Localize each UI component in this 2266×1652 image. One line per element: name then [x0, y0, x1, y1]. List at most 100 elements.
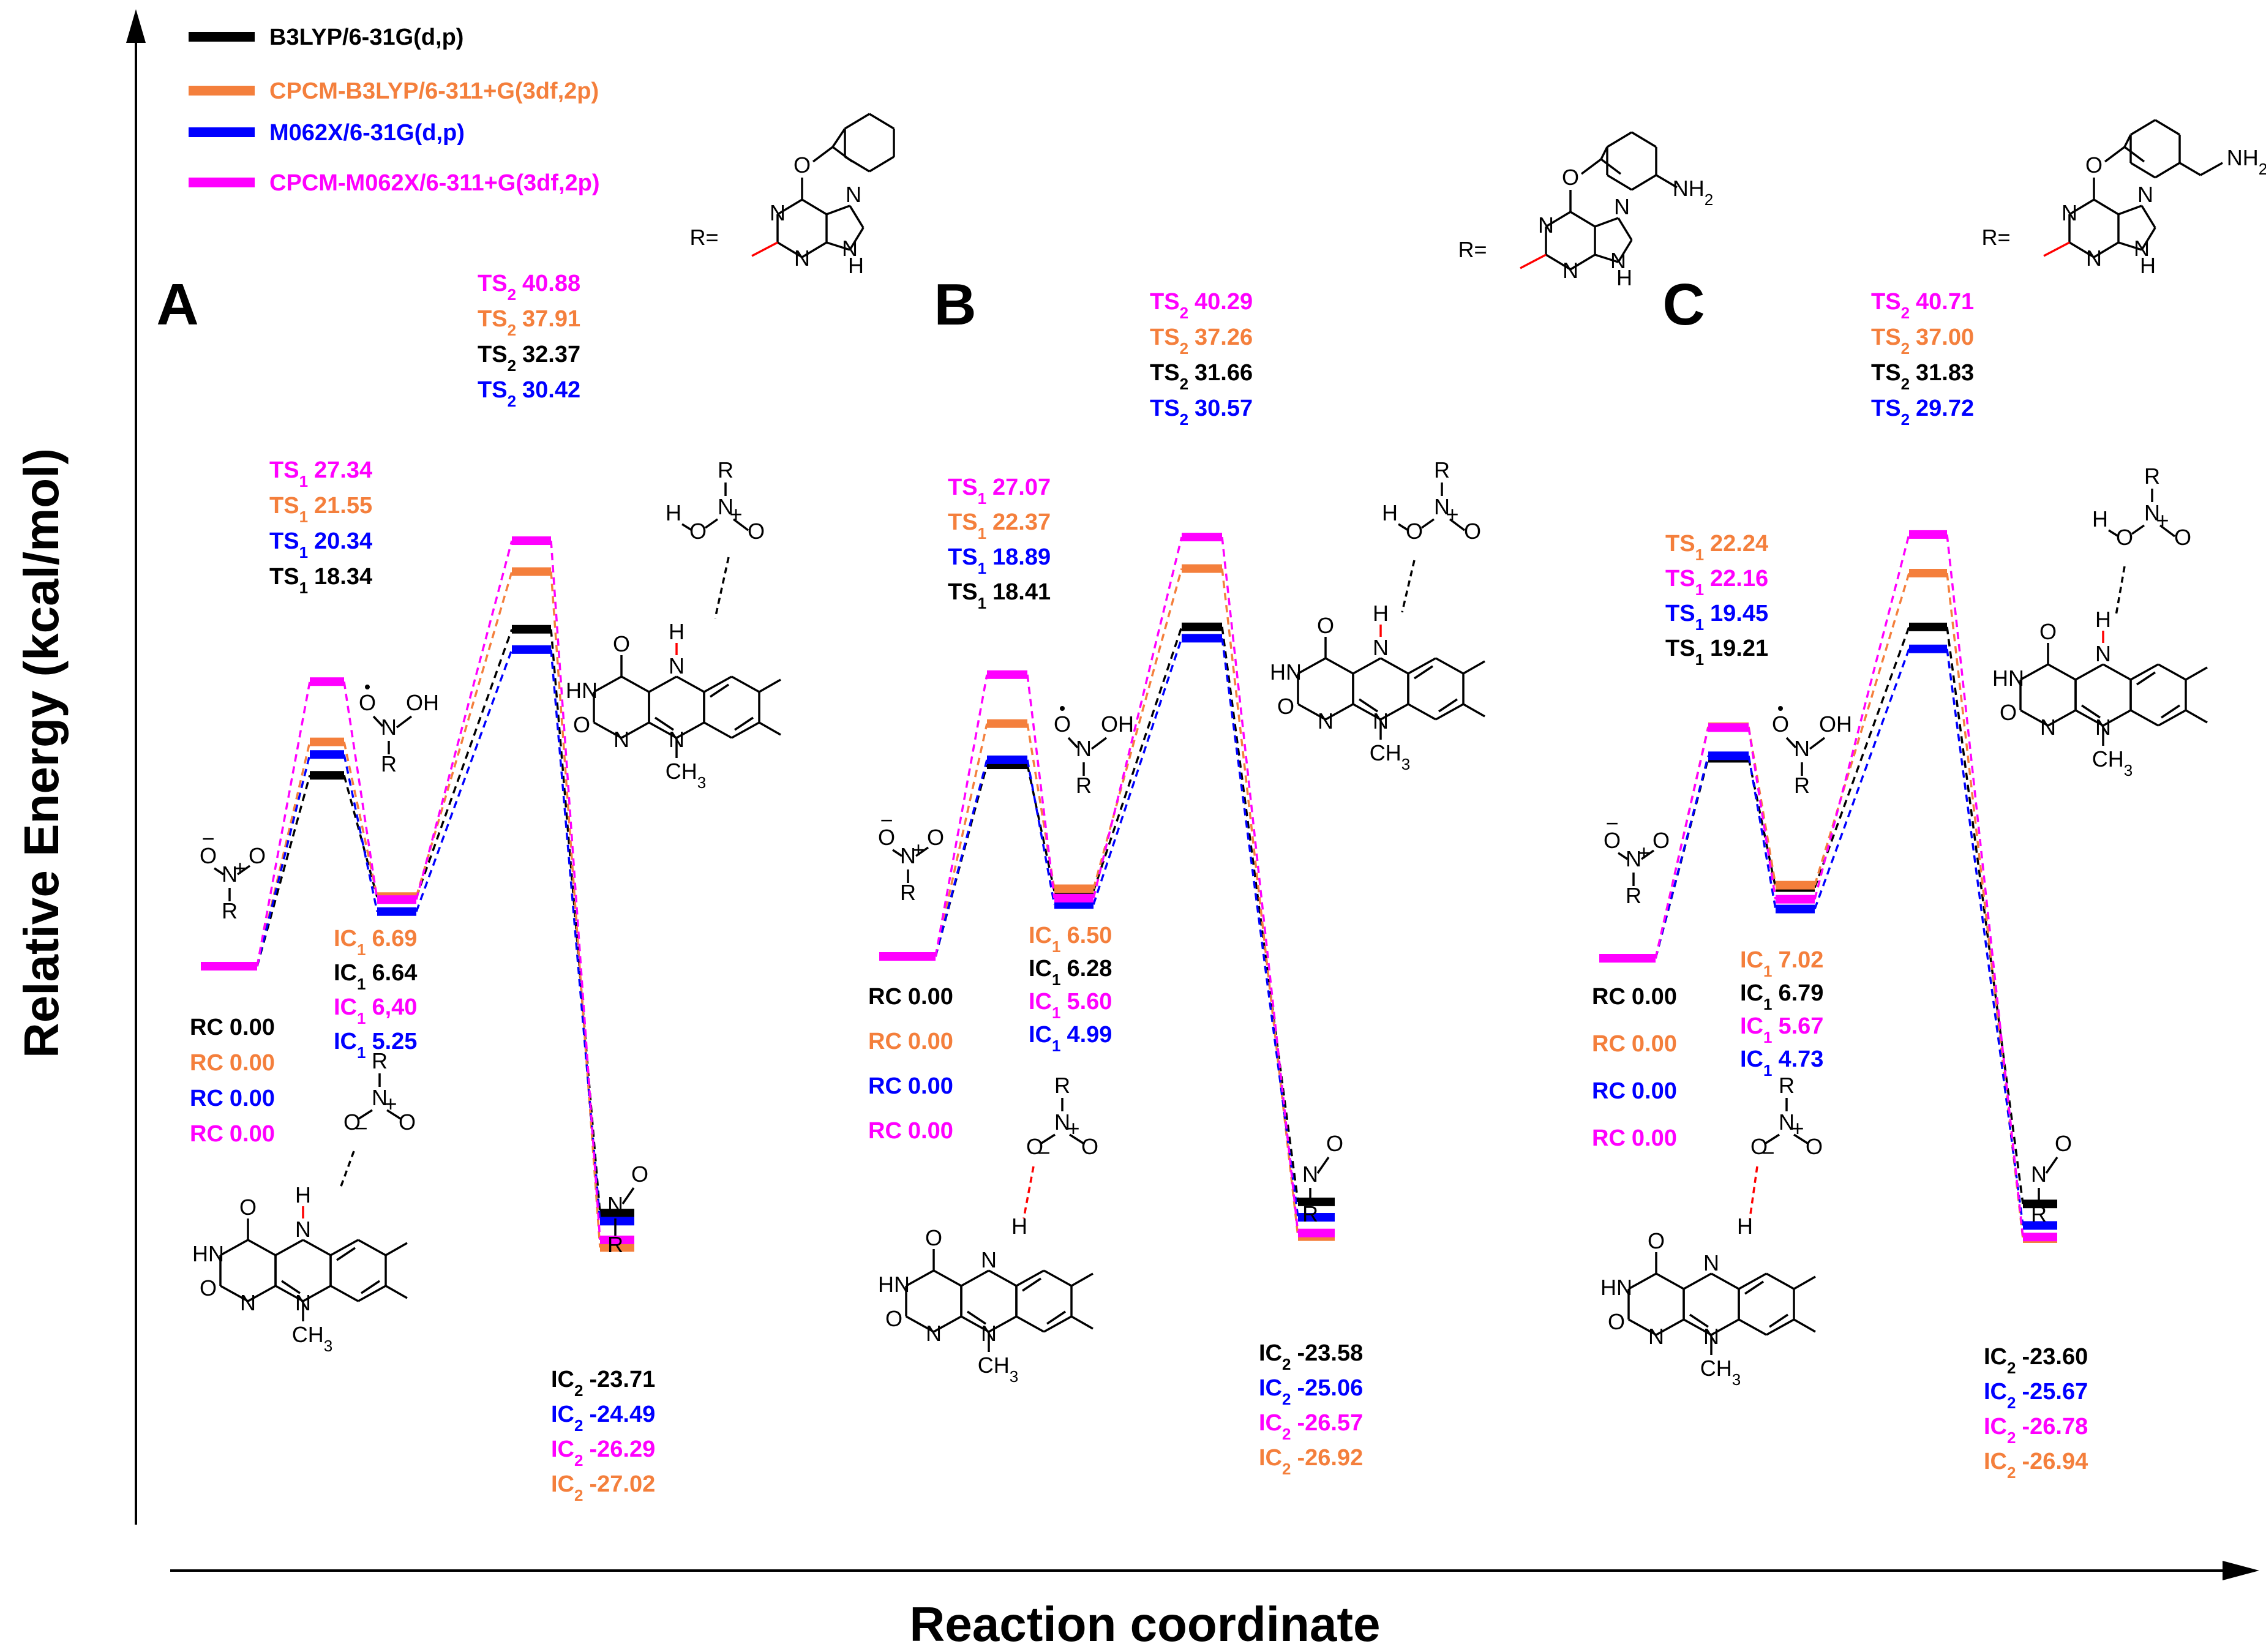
bond: [1069, 1133, 1084, 1144]
series-connector: [1946, 648, 2024, 1226]
label-subscript: 1: [1763, 962, 1772, 980]
atom-label: N: [926, 1321, 942, 1346]
atom-label: N: [1538, 212, 1554, 238]
bond: [831, 128, 846, 148]
bond: [1545, 211, 1571, 228]
label-subscript: 2: [1901, 304, 1910, 322]
label-state: TS: [1150, 396, 1180, 421]
atom-label: N: [613, 727, 629, 752]
bond: [220, 1239, 249, 1256]
series-connector: [343, 775, 378, 898]
atom-label: −: [1761, 1140, 1774, 1165]
bond: [1617, 239, 1633, 263]
series-connector: [550, 649, 601, 1222]
bond: [2075, 709, 2104, 727]
label-value: 29.72: [1916, 396, 1974, 421]
label-value: 5.67: [1778, 1013, 1823, 1039]
atom-label: CH3: [666, 759, 706, 792]
atom-label: O: [1604, 828, 1621, 853]
bond: [759, 721, 781, 736]
atom-label: HN: [1600, 1275, 1632, 1300]
label-value: 5.25: [372, 1029, 417, 1054]
bond: [1711, 1272, 1739, 1290]
panel-letter: B: [934, 272, 976, 337]
energy-level-ic2: [2023, 1200, 2057, 1209]
atom-label: R: [900, 880, 916, 905]
bond: [2155, 162, 2180, 179]
bond: [2047, 663, 2076, 681]
label-value: 0.00: [908, 984, 953, 1010]
label-value: 40.71: [1916, 289, 1974, 315]
bond: [915, 846, 929, 857]
label-value: 0.00: [908, 1073, 953, 1099]
label-value: 20.34: [314, 528, 372, 554]
series-connector: [343, 681, 378, 900]
label-subscript: 1: [1763, 995, 1772, 1013]
label-state: TS: [478, 342, 508, 367]
series-connector: [256, 775, 311, 967]
bond: [844, 113, 870, 130]
bond: [1689, 1313, 1709, 1328]
bond: [1793, 1275, 1816, 1290]
label-state: IC: [334, 1029, 357, 1054]
atom-label: N: [1703, 1250, 1719, 1275]
bond: [2136, 671, 2156, 686]
label-state: IC: [1029, 923, 1052, 948]
label-subscript: 1: [1052, 937, 1060, 956]
bond: [1449, 518, 1466, 531]
bond: [1435, 703, 1464, 721]
bond: [849, 227, 865, 250]
series-connector: [1747, 726, 1777, 885]
legend: B3LYP/6-31G(d,p)CPCM-B3LYP/6-311+G(3df,2…: [189, 24, 600, 196]
radical-dot: [365, 685, 370, 689]
bond: [386, 1109, 401, 1120]
label-subscript: 2: [574, 1451, 583, 1470]
label-state: TS: [1150, 325, 1180, 350]
label-value: -26.78: [2022, 1414, 2088, 1440]
series-connector: [1814, 534, 1910, 900]
bond: [1766, 1318, 1795, 1336]
label-state: IC: [1259, 1410, 1282, 1436]
bond: [1683, 1318, 1712, 1336]
atom-label: −: [1037, 1140, 1050, 1165]
atom-label: H: [666, 500, 681, 525]
atom-label: O: [399, 1109, 416, 1135]
bond: [2104, 146, 2126, 163]
atom-label: −: [880, 808, 893, 833]
bond: [734, 716, 754, 731]
label-value: 21.55: [314, 493, 372, 519]
atom-label: +: [384, 1091, 397, 1116]
bond: [1656, 174, 1678, 189]
atom-label: N: [2144, 500, 2160, 525]
bond: [759, 678, 781, 693]
bond: [275, 1285, 304, 1302]
label-state: TS: [948, 544, 978, 570]
atom-label: O: [1326, 1131, 1343, 1156]
data-label-ic2: IC2-25.67: [1984, 1379, 2088, 1412]
bond: [1765, 1133, 1780, 1144]
energy-level-ts2: [512, 536, 551, 546]
atom-label: H: [1616, 265, 1632, 290]
label-value: 19.45: [1710, 601, 1768, 626]
bond: [1769, 1313, 1788, 1328]
bond: [1809, 737, 1826, 750]
bond: [777, 198, 803, 216]
data-label-ic2: IC2-25.06: [1259, 1375, 1363, 1408]
label-subscript: 1: [978, 524, 986, 543]
label-subscript: 1: [1695, 615, 1704, 634]
atom-label: O: [200, 843, 217, 868]
label-value: 40.88: [522, 271, 580, 296]
label-value: -27.02: [589, 1471, 655, 1497]
bond: [1071, 1272, 1094, 1287]
bond: [1352, 657, 1381, 675]
label-subscript: 1: [357, 1009, 366, 1027]
